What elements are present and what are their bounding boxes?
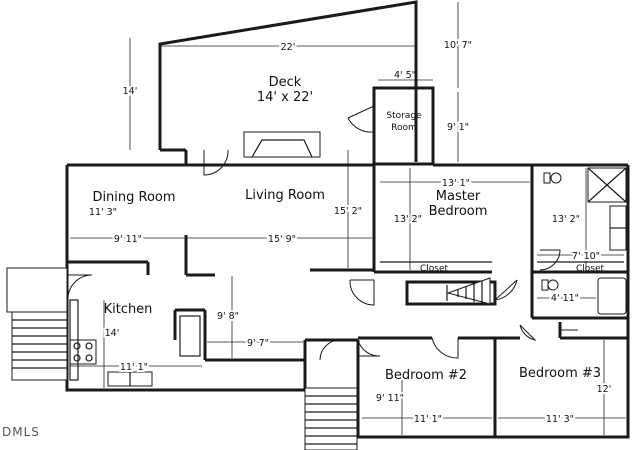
- watermark: DMLS: [2, 425, 40, 439]
- dim-master-depth: 13' 2": [394, 214, 422, 225]
- dim-deck-right-top: 10' 7": [444, 40, 472, 51]
- dim-storage-width: 4' 5": [394, 70, 416, 81]
- master-closet-label: Closet: [420, 264, 449, 274]
- fireplace-icon: [243, 131, 321, 158]
- doors: [67, 149, 578, 361]
- dim-deck-depth: 14': [123, 86, 138, 97]
- interior-walls: [67, 165, 628, 437]
- dim-bed3-width: 11' 3": [546, 414, 574, 425]
- dimension-labels: 22' 14' 10' 7" 4' 5" 9' 1" 11' 3" 9' 11"…: [89, 38, 613, 427]
- kitchen-label: Kitchen: [104, 302, 153, 317]
- room-labels: Deck 14' x 22' Storage Room Living Room …: [92, 75, 604, 383]
- exterior-stairs-bottom: [304, 387, 358, 450]
- dim-living-depth: 15' 2": [334, 206, 362, 217]
- dim-bath-width: 7' 10": [572, 251, 600, 262]
- dim-hall-width: 9' 7": [247, 338, 269, 349]
- bedroom-3-label: Bedroom #3: [519, 366, 601, 381]
- master-bedroom-label-line2: Bedroom: [429, 204, 488, 219]
- deck-label: Deck: [269, 75, 302, 90]
- dim-hall-bath: 4' 11": [551, 293, 579, 304]
- storage-label-line2: Room: [391, 123, 417, 133]
- dim-bed2-width: 11' 1": [414, 414, 442, 425]
- dim-dining-depth: 11' 3": [89, 207, 117, 218]
- dim-master-width: 13' 1": [442, 178, 470, 189]
- dim-kitchen-depth: 14': [105, 328, 120, 339]
- dim-living-width: 15' 9": [268, 234, 296, 245]
- storage-room-walls: [347, 86, 435, 166]
- bath-closet-label: Closet: [576, 264, 605, 274]
- dining-room-label: Dining Room: [92, 190, 175, 205]
- dim-bed3-depth: 12': [597, 384, 612, 395]
- dim-deck-width: 22': [281, 42, 296, 53]
- dim-bed2-depth: 9' 11": [376, 393, 404, 404]
- deck-outline: [158, 0, 418, 165]
- kitchen-fixtures: [69, 299, 201, 387]
- dim-dining-width: 9' 11": [114, 234, 142, 245]
- interior-stairs: [446, 277, 491, 305]
- exterior-stairs-left: [6, 267, 68, 381]
- storage-label-line1: Storage: [386, 111, 422, 121]
- master-bedroom-label-line1: Master: [436, 189, 481, 204]
- dim-kitchen-width: 11' 1": [120, 362, 148, 373]
- bedroom-2-label: Bedroom #2: [385, 368, 467, 383]
- deck-size-label: 14' x 22': [257, 90, 313, 105]
- bathroom-fixtures: [541, 167, 627, 315]
- dim-storage-depth: 9' 1": [447, 122, 469, 133]
- dim-bath-depth: 13' 2": [552, 214, 580, 225]
- living-room-label: Living Room: [245, 188, 325, 203]
- dim-hall-depth: 9' 8": [217, 311, 239, 322]
- dimension-lines: [70, 2, 626, 435]
